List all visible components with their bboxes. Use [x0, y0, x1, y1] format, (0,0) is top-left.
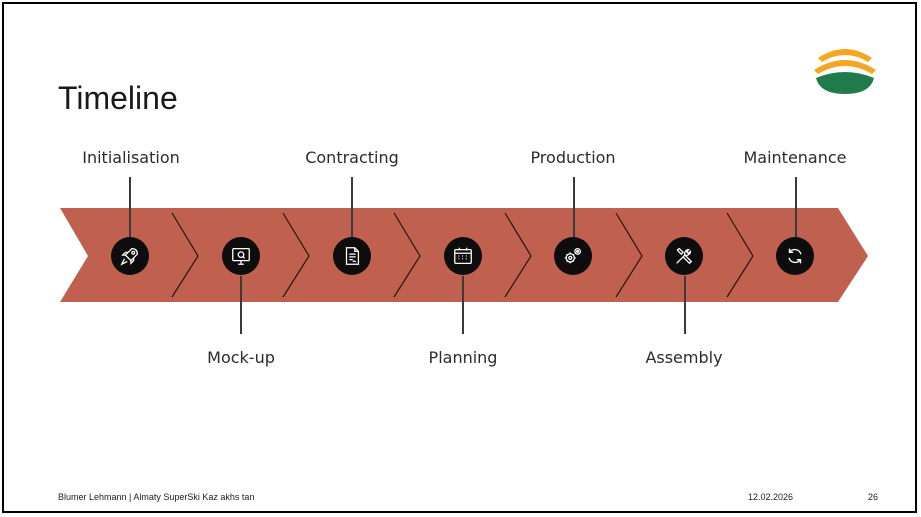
step-label-initialisation: Initialisation	[82, 148, 180, 167]
step-node-maintenance	[776, 237, 814, 275]
step-node-production	[554, 237, 592, 275]
footer-page-number: 26	[868, 492, 879, 502]
connector-maintenance	[795, 177, 797, 237]
company-logo	[814, 49, 876, 94]
step-label-contracting: Contracting	[305, 148, 399, 167]
step-node-contracting	[333, 237, 371, 275]
tools-icon	[676, 247, 693, 265]
step-label-mock-up: Mock-up	[207, 348, 275, 367]
footer-date: 12.02.2026	[748, 492, 794, 502]
refresh-icon	[788, 248, 802, 264]
connector-planning	[462, 276, 464, 334]
step-label-maintenance: Maintenance	[743, 148, 847, 167]
calendar-icon	[454, 247, 472, 264]
step-label-assembly: Assembly	[645, 348, 723, 367]
connector-mock-up	[240, 276, 242, 334]
step-node-initialisation	[111, 237, 149, 275]
slide-title: Timeline	[58, 80, 178, 116]
connector-initialisation	[129, 177, 131, 237]
step-label-production: Production	[530, 148, 616, 167]
connector-production	[573, 177, 575, 237]
connector-assembly	[684, 276, 686, 334]
rocket-icon	[120, 248, 138, 266]
connector-contracting	[351, 177, 353, 237]
document-icon	[345, 247, 360, 265]
step-node-mock-up	[222, 237, 260, 275]
gears-icon	[564, 248, 581, 264]
footer-company: Blumer Lehmann | Almaty SuperSki Kaz akh…	[58, 492, 255, 502]
step-node-planning	[444, 237, 482, 275]
step-label-planning: Planning	[428, 348, 498, 367]
step-node-assembly	[665, 237, 703, 275]
monitor-icon	[232, 248, 250, 265]
